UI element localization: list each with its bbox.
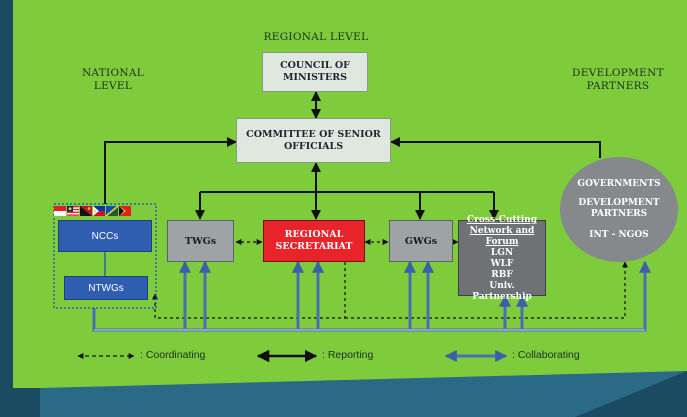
malaysia-flag-icon bbox=[67, 206, 79, 216]
twgs-box: TWGs bbox=[167, 220, 234, 262]
cc-title-2: Network and Forum bbox=[469, 226, 535, 247]
cc-wlf: WLF bbox=[490, 259, 514, 269]
indonesia-flag-icon bbox=[54, 206, 66, 216]
cc-lgn: LGN bbox=[490, 248, 514, 258]
solomon-flag-icon bbox=[106, 206, 118, 216]
philippines-flag-icon bbox=[93, 206, 105, 216]
ntwgs-box: NTWGs bbox=[64, 276, 148, 300]
partners-level-label: DEVELOPMENT PARTNERS bbox=[560, 67, 676, 93]
council-line-2: MINISTERS bbox=[282, 72, 347, 83]
regional-secretariat-box: REGIONAL SECRETARIAT bbox=[263, 220, 365, 262]
green-panel bbox=[13, 0, 687, 417]
partners-committee-line bbox=[390, 137, 601, 158]
bottom-band bbox=[40, 371, 687, 417]
timor-leste-flag-icon bbox=[119, 206, 131, 216]
secretariat-ntwgs-dash bbox=[152, 262, 346, 319]
partners-line-1: DEVELOPMENT bbox=[572, 67, 664, 79]
collaborating-lines bbox=[92, 260, 651, 332]
gwgs-label: GWGs bbox=[404, 235, 438, 247]
committee-box: COMMITTEE OF SENIOR OFFICIALS bbox=[236, 118, 391, 163]
cc-rbf: RBF bbox=[491, 270, 513, 280]
legend-coordinating-text: : Coordinating bbox=[140, 349, 206, 361]
legend-collaborating-text: : Collaborating bbox=[512, 349, 580, 361]
national-frame bbox=[53, 203, 157, 309]
collab-baseline bbox=[92, 260, 651, 332]
committee-line-1: COMMITTEE OF SENIOR bbox=[246, 128, 381, 140]
national-line-1: NATIONAL bbox=[81, 67, 145, 79]
secretariat-line-1: REGIONAL bbox=[284, 229, 344, 240]
partners-line-2: PARTNERS bbox=[586, 80, 650, 92]
cc-univ: Univ. Partnership bbox=[472, 281, 532, 302]
oval-int-ngos: INT - NGOS bbox=[589, 229, 649, 240]
crosscutting-box: Cross-Cutting Network and Forum LGN WLF … bbox=[458, 215, 546, 302]
reporting-lines bbox=[104, 91, 601, 220]
council-line-1: COUNCIL OF bbox=[280, 60, 350, 71]
national-committee-line bbox=[104, 137, 237, 204]
national-level-label: NATIONAL LEVEL bbox=[72, 67, 154, 93]
twgs-label: TWGs bbox=[184, 235, 217, 247]
regional-level-label: REGIONAL LEVEL bbox=[263, 31, 369, 43]
gwgs-box: GWGs bbox=[389, 220, 453, 262]
nccs-box: NCCs bbox=[58, 220, 152, 252]
bottom-corner bbox=[575, 371, 687, 417]
cc-title-1: Cross-Cutting bbox=[466, 215, 538, 225]
secretariat-line-2: SECRETARIAT bbox=[275, 241, 353, 252]
ntwgs-label: NTWGs bbox=[88, 282, 124, 294]
national-line-2: LEVEL bbox=[93, 80, 133, 92]
coordinating-lines bbox=[152, 239, 628, 319]
partners-oval: GOVERNMENTS DEVELOPMENT PARTNERS INT - N… bbox=[560, 157, 678, 262]
legend-reporting-text: : Reporting bbox=[322, 349, 374, 361]
oval-development: DEVELOPMENT bbox=[578, 197, 660, 208]
committee-line-2: OFFICIALS bbox=[283, 140, 344, 152]
oval-governments: GOVERNMENTS bbox=[577, 178, 661, 189]
png-flag-icon bbox=[80, 206, 92, 216]
nccs-label: NCCs bbox=[91, 230, 119, 242]
oval-partners: PARTNERS bbox=[590, 208, 648, 219]
council-of-ministers-box: COUNCIL OF MINISTERS bbox=[262, 52, 368, 92]
